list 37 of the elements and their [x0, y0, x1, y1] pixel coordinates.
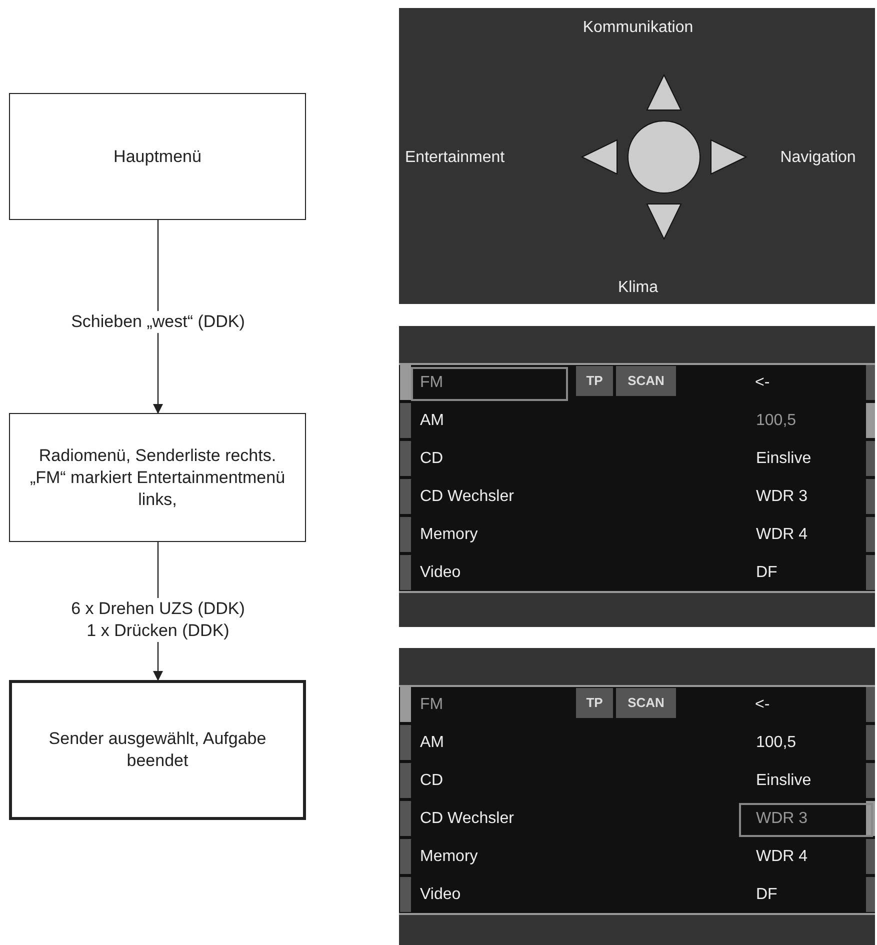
menu-item-label: AM	[420, 411, 444, 431]
menu-item-label: Memory	[420, 847, 478, 867]
mode-button: SCAN	[616, 366, 676, 396]
menu-item-label: WDR 3	[756, 487, 808, 507]
menu-option-label: Entertainment	[405, 148, 505, 168]
menu-option-label: Klima	[618, 278, 658, 298]
menu-item-label: Einslive	[756, 449, 812, 469]
menu-option-label: Navigation	[780, 148, 856, 168]
menu-item-label: WDR 4	[756, 847, 808, 867]
menu-item-label: WDR 3	[756, 809, 808, 829]
mode-button: SCAN	[616, 688, 676, 718]
menu-item-label: Video	[420, 885, 461, 905]
process-box: Sender ausgewählt, Aufgabe beendet	[9, 680, 306, 820]
menu-item-label: <-	[755, 373, 770, 393]
menu-item-label: FM	[420, 373, 444, 393]
process-box: Radiomenü, Senderliste rechts. „FM“ markiert Entertainmentmenü links,	[9, 413, 306, 542]
menu-item-label: AM	[420, 733, 444, 753]
process-box: Hauptmenü	[9, 93, 306, 220]
menu-item-label: CD	[420, 449, 444, 469]
menu-item-label: Einslive	[756, 771, 812, 791]
menu-item-label: DF	[756, 563, 778, 583]
menu-item-label: <-	[755, 695, 770, 715]
menu-item-label: FM	[420, 695, 444, 715]
menu-item-label: Memory	[420, 525, 478, 545]
menu-item-label: WDR 4	[756, 525, 808, 545]
mode-button: TP	[576, 688, 613, 718]
menu-item-label: 100,5	[756, 411, 796, 431]
arrow	[153, 220, 163, 414]
mode-button: TP	[576, 366, 613, 396]
menu-item-label: 100,5	[756, 733, 796, 753]
menu-item-label: CD Wechsler	[420, 809, 514, 829]
menu-option-label: Kommunikation	[582, 18, 694, 38]
menu-item-label: DF	[756, 885, 778, 905]
menu-item-label: CD	[420, 771, 444, 791]
menu-item-label: Video	[420, 563, 461, 583]
menu-item-label: CD Wechsler	[420, 487, 514, 507]
edge-label: Schieben „west“ (DDK)	[71, 311, 245, 333]
